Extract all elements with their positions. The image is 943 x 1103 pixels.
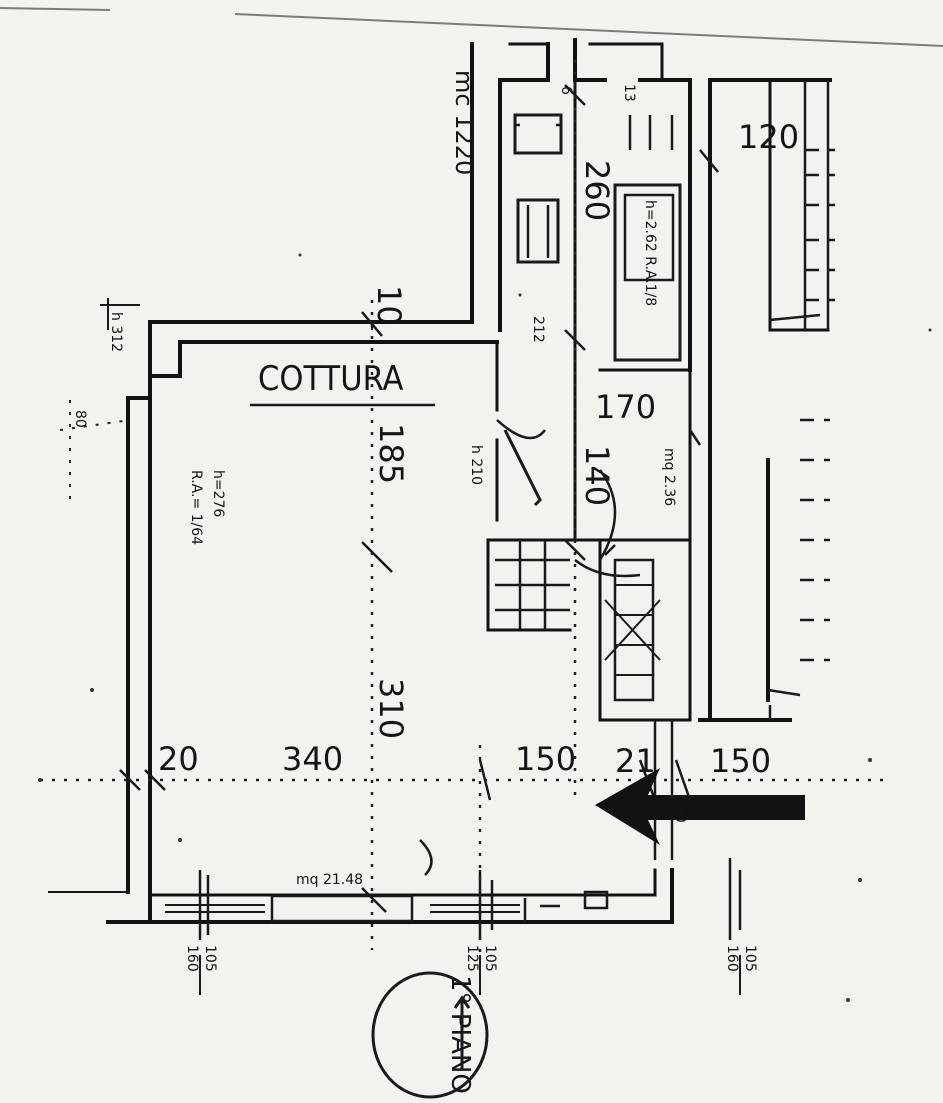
svg-text:105: 105: [202, 945, 218, 972]
dim-10: 10: [370, 285, 408, 326]
dim-340: 340: [282, 740, 343, 778]
ann-90: 90: [672, 805, 688, 823]
ann-mq-2148: mq 21.48: [296, 872, 363, 888]
dim-20: 20: [158, 740, 199, 778]
window-mark-1: 105 160: [184, 945, 218, 995]
ann-h210: h 210: [468, 445, 484, 485]
door-swings: [419, 419, 641, 876]
ann-ra-8: h=2.62 R.A.1/8: [642, 200, 658, 306]
right-stair-block: [698, 78, 835, 722]
entrance-arrow: [595, 768, 805, 845]
dim-170: 170: [595, 388, 656, 426]
ann-mc-1220: mc 1220: [450, 70, 478, 175]
dim-21: 21: [615, 742, 656, 780]
dim-120: 120: [738, 118, 799, 156]
ann-ra-164: R.A.= 1/64: [188, 470, 204, 545]
svg-text:160: 160: [184, 945, 200, 972]
kitchen-block-walls: [486, 38, 692, 722]
ann-212: 212: [530, 316, 546, 343]
floor-stamp-text: 1° PIANO: [445, 975, 475, 1094]
room-label: COTTURA: [258, 359, 403, 399]
ann-mq-236: mq 2.36: [661, 448, 677, 506]
ann-80: 80: [72, 410, 88, 428]
ann-6: 6: [558, 86, 574, 95]
scan-noise: [38, 253, 932, 1002]
svg-text:125: 125: [464, 945, 480, 972]
ann-h312: h 312: [108, 312, 124, 352]
ann-13: 13: [621, 84, 637, 102]
front-window: [165, 858, 742, 940]
floor-stamp: 1° PIANO: [371, 971, 489, 1099]
dim-150-left: 150: [515, 740, 576, 778]
dim-260: 260: [578, 160, 616, 221]
svg-text:105: 105: [742, 945, 758, 972]
svg-text:160: 160: [724, 945, 740, 972]
ann-h276: h=276: [210, 470, 226, 517]
scan-edge-line: [0, 7, 943, 47]
dimension-lines: [40, 60, 890, 960]
window-mark-3: 105 160: [724, 945, 758, 995]
dim-140: 140: [578, 445, 616, 506]
stair-bathroom: [604, 558, 674, 860]
window-mark-2: 105 125: [464, 945, 498, 995]
dim-185: 185: [372, 423, 410, 484]
dim-150-right: 150: [710, 742, 771, 780]
dim-310: 310: [372, 678, 410, 739]
kitchen-fixtures: [513, 113, 682, 362]
svg-text:105: 105: [482, 945, 498, 972]
